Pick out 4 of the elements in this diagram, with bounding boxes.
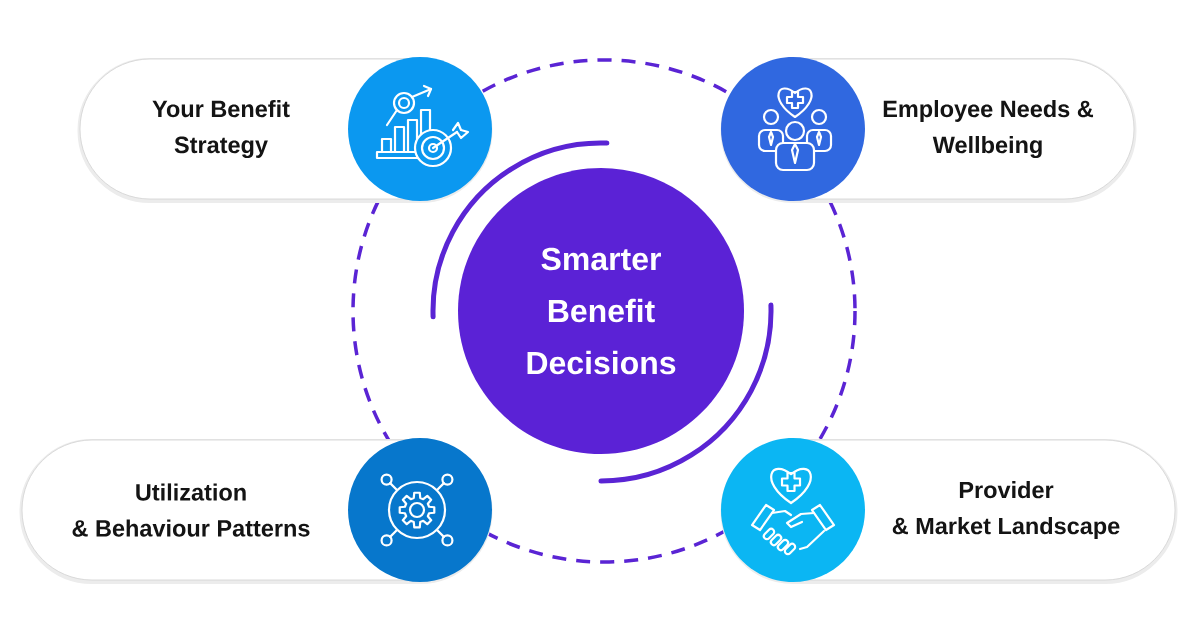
rounded-label-box: Utilization & Behaviour Patterns [19, 438, 493, 584]
rounded-label-box: Employee Needs & Wellbeing [720, 57, 1137, 203]
rounded-label-box: Your Benefit Strategy [77, 57, 493, 203]
rounded-label-box: Provider & Market Landscape [720, 438, 1178, 584]
